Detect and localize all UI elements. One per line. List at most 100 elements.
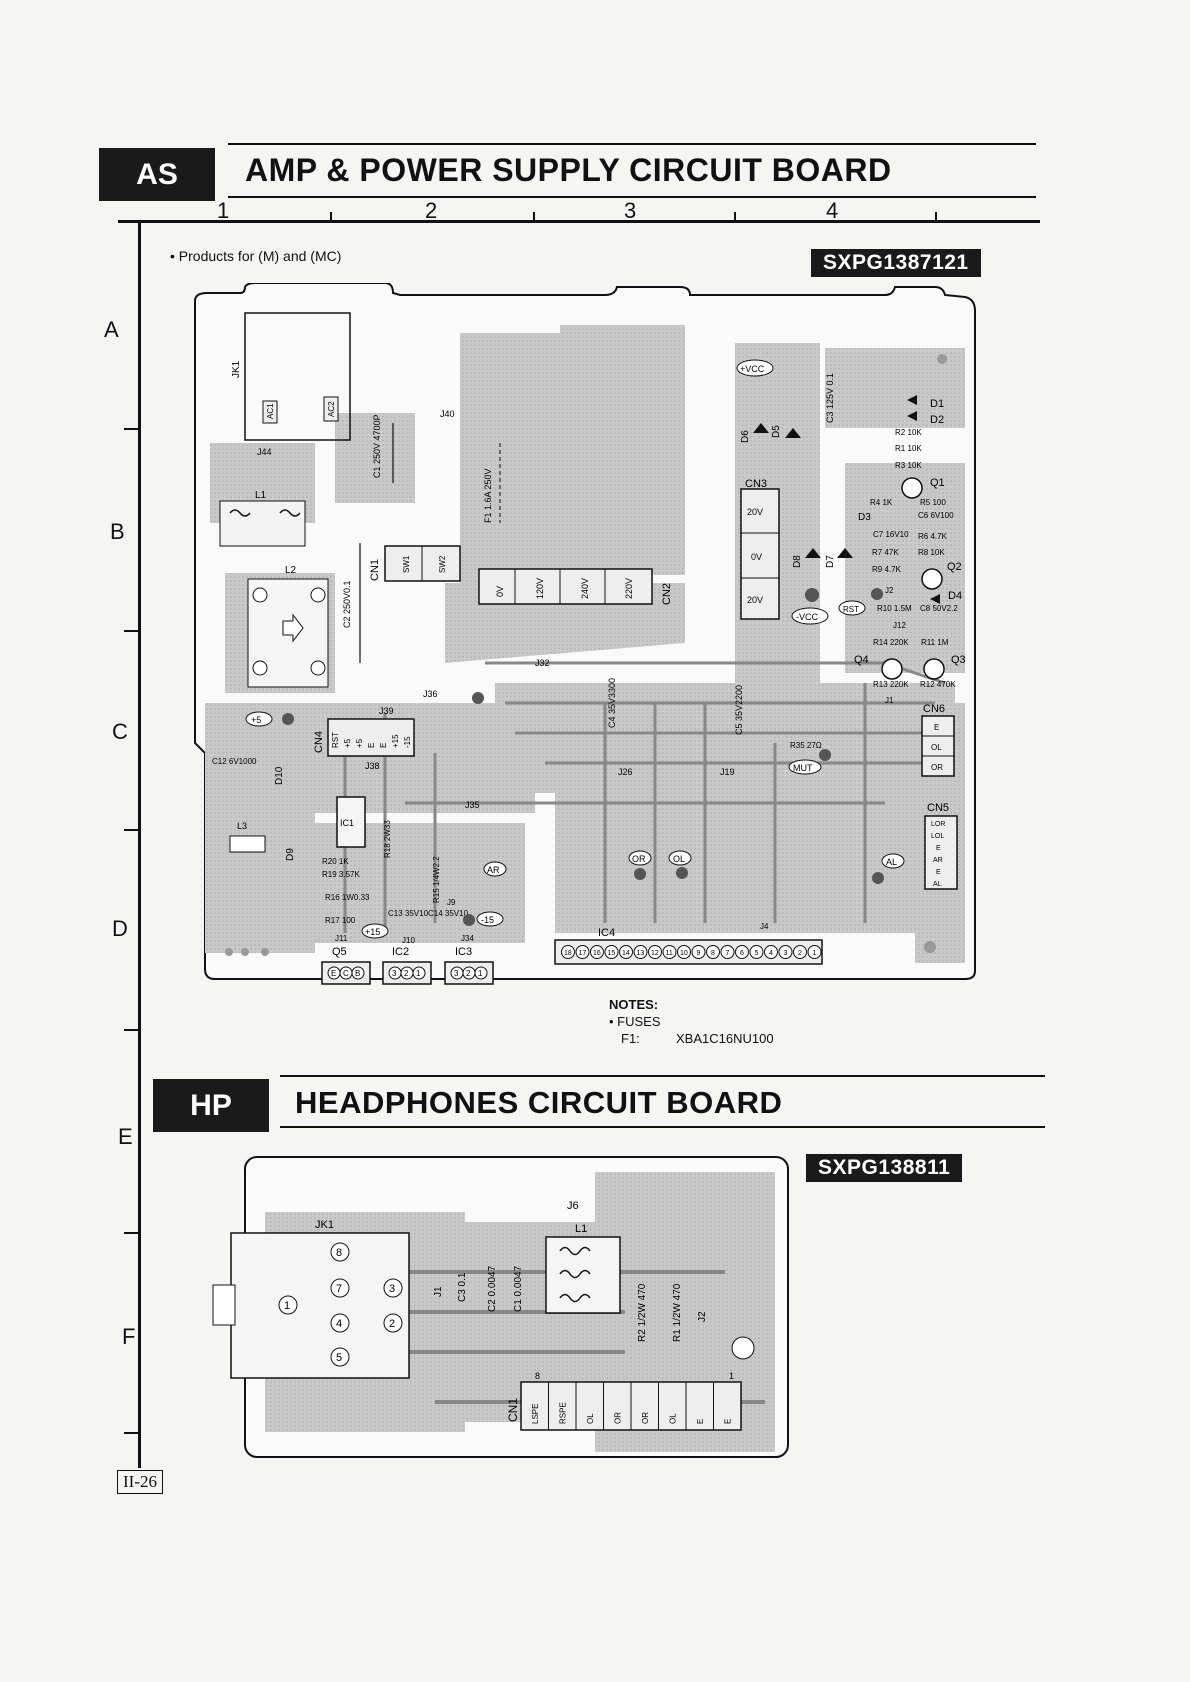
label-r8: R8 10K (918, 548, 945, 557)
ic4-pin-pad (575, 945, 590, 959)
hp-label-j2: J2 (697, 1311, 708, 1322)
label-cn3: CN3 (745, 478, 767, 490)
cn4-pin: E (379, 743, 388, 748)
grid-col-3: 3 (624, 198, 637, 223)
label-j9: J9 (447, 898, 456, 907)
notes-item: • FUSES (609, 1014, 661, 1029)
label-j39: J39 (379, 706, 394, 716)
ic4-pin-pad (561, 945, 575, 959)
label-l3: L3 (237, 821, 247, 831)
hp-cn1-pin: E (696, 1419, 705, 1424)
products-note: • Products for (M) and (MC) (170, 248, 342, 264)
ic4-pin: 16 (593, 950, 601, 957)
grid-row-b: B (110, 519, 125, 544)
ic4-pin: 1 (813, 950, 817, 957)
label-minus15: -15 (481, 915, 494, 925)
label-j2: J2 (885, 586, 894, 595)
hp-cn1-pin: OL (586, 1413, 595, 1424)
label-d6: D6 (740, 430, 751, 443)
ruler-tick (124, 829, 138, 831)
q5-pin: E (331, 969, 336, 978)
label-plus5: +5 (251, 715, 261, 725)
cn4-pin: +5 (343, 738, 352, 748)
label-r6: R6 4.7K (918, 532, 948, 541)
hp-label-c1: C1 0.0047 (513, 1265, 524, 1312)
label-ol: OL (673, 854, 685, 864)
grid-row-ruler (138, 220, 141, 1468)
label-j44: J44 (257, 447, 272, 457)
cn6-pin: E (934, 723, 939, 732)
cn4-pin: -15 (403, 736, 412, 748)
ic4-pin: 11 (666, 950, 673, 957)
hp-board-title: HEADPHONES CIRCUIT BOARD (295, 1085, 783, 1120)
cn4-pin: +5 (355, 738, 364, 748)
label-q3: Q3 (951, 654, 966, 666)
label-j26: J26 (618, 767, 633, 777)
label-r11: R11 1M (921, 638, 949, 647)
label-c13: C13 35V10 (388, 909, 429, 918)
label-q4: Q4 (854, 654, 869, 666)
ruler-tick (935, 212, 937, 221)
grid-row-c: C (112, 719, 128, 744)
cn5-pin: LOR (931, 821, 945, 828)
label-r5: R5 100 (920, 498, 946, 507)
ic4-pin-pad (720, 945, 735, 959)
ic4-pin-pad (793, 945, 807, 959)
label-c7: C7 16V10 (873, 530, 909, 539)
ic4-pin: 14 (622, 950, 630, 957)
label-plus15: +15 (365, 927, 380, 937)
ic4-pin-pad (648, 945, 662, 959)
cn6-pin: OR (931, 763, 943, 772)
label-ac1: AC1 (266, 403, 275, 419)
ic4-pin-pad (604, 945, 619, 959)
hp-label-jk1: JK1 (315, 1219, 334, 1231)
hp-label-j6: J6 (567, 1200, 579, 1212)
label-j10: J10 (402, 936, 415, 945)
ic4-pin-pad (735, 945, 749, 959)
label-r9: R9 4.7K (872, 565, 902, 574)
label-cn1: CN1 (369, 559, 381, 581)
ic4-pin-pad (633, 945, 648, 959)
notes-title: NOTES: (609, 997, 659, 1012)
label-d5: D5 (771, 425, 782, 438)
label-r16: R16 1W0.33 (325, 893, 370, 902)
amp-part-number: SXPG1387121 (811, 249, 981, 277)
cn4-pins: RST +5 +5 E E +15 -15 (331, 732, 412, 748)
ic4-pin: 13 (637, 950, 645, 957)
label-j38: J38 (365, 761, 380, 771)
hp-jk-pin: 4 (336, 1318, 342, 1330)
grid-row-f: F (122, 1324, 136, 1349)
label-sw1: SW1 (402, 555, 411, 573)
hp-label-cn1: CN1 (506, 1398, 520, 1422)
label-r17: R17 100 (325, 916, 356, 925)
grid-row-a: A (104, 317, 119, 342)
ic4-pin-pad (691, 945, 706, 959)
page-number: II-26 (117, 1470, 163, 1494)
label-q5: Q5 (332, 946, 347, 958)
label-j11: J11 (335, 934, 348, 943)
label-r2: R2 10K (895, 428, 922, 437)
label-q1: Q1 (930, 477, 945, 489)
label-c8: C8 50V2.2 (920, 604, 958, 613)
ic4-pin: 7 (726, 950, 730, 957)
cn4-pin: RST (331, 732, 340, 748)
label-r12: R12 470K (920, 680, 956, 689)
label-l1: L1 (255, 490, 267, 501)
label-c6: C6 6V100 (918, 511, 954, 520)
label-or: OR (632, 854, 646, 864)
ic4-pin: 12 (651, 950, 659, 957)
hp-jk-pin: 1 (284, 1300, 290, 1312)
cn5-pin: E (936, 845, 941, 852)
ic4-pin-pad (764, 945, 778, 959)
hp-title-rule-top (280, 1075, 1045, 1077)
label-r10: R10 1.5M (877, 604, 912, 613)
hp-jk-pin: 5 (336, 1352, 342, 1364)
label-r14: R14 220K (873, 638, 909, 647)
cn5-pin: AL (933, 881, 942, 888)
hp-part-number: SXPG138811 (806, 1154, 963, 1182)
ic4-pin-pad (807, 945, 822, 959)
label-d4: D4 (948, 590, 962, 602)
ruler-tick (124, 630, 138, 632)
notes-block: NOTES: • FUSES F1:XBA1C16NU100 (609, 996, 774, 1047)
